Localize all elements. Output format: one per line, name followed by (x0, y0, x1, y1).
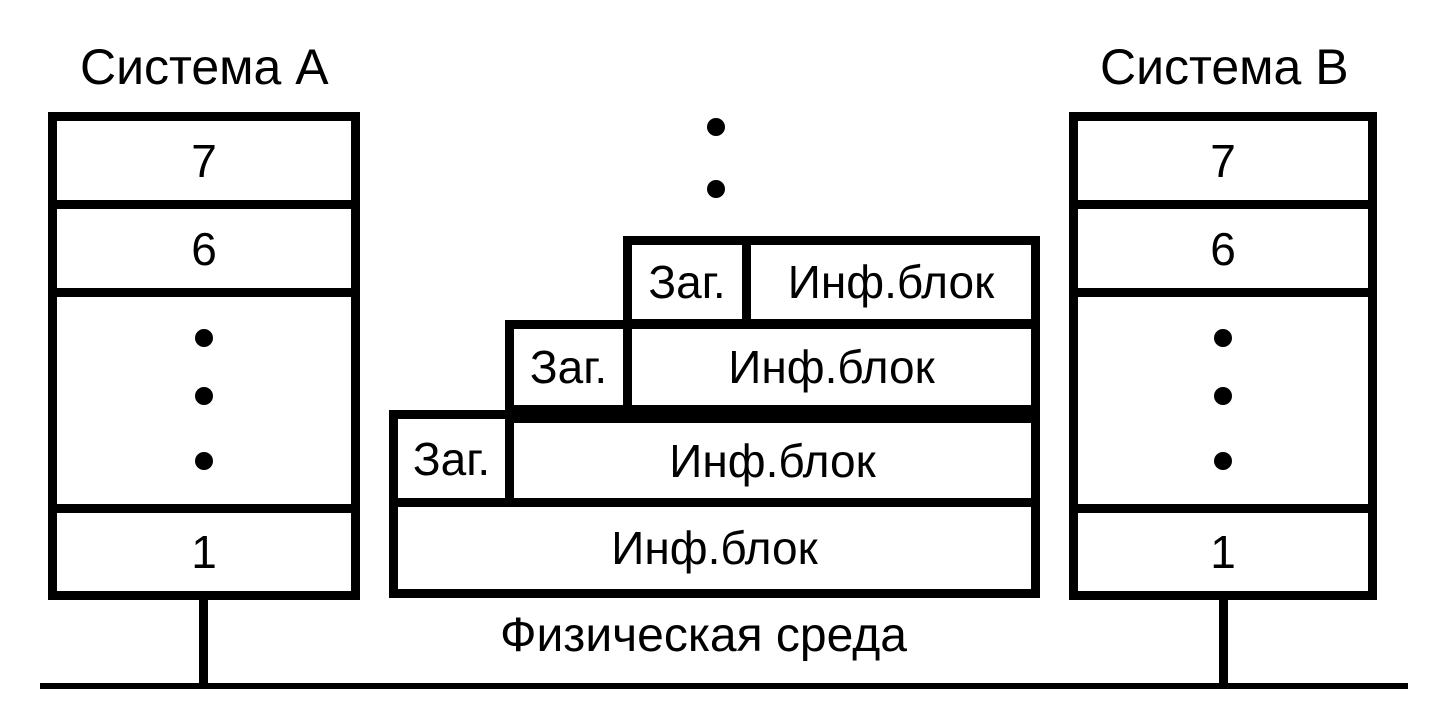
system-a-middle-layers (48, 288, 360, 513)
upper-ellipsis-dot (707, 118, 725, 136)
system-a-ellipsis-dot (195, 452, 213, 470)
system-b-title: Система В (1100, 39, 1349, 95)
system-a-layer-1: 1 (48, 504, 360, 600)
packet-row-1-header: Заг. (623, 236, 751, 328)
system-a-layer-7: 7 (48, 112, 360, 209)
packet-row-3-block: Инф.блок (505, 414, 1040, 507)
system-b-ellipsis-dot (1214, 452, 1232, 470)
upper-ellipsis-dot (707, 180, 725, 198)
system-b-layer-6: 6 (1069, 200, 1377, 297)
system-a-connector (199, 598, 208, 688)
system-b-connector (1219, 598, 1228, 688)
system-a-layer-6: 6 (48, 200, 360, 297)
physical-medium-label: Физическая среда (500, 609, 907, 662)
system-a-ellipsis-dot (195, 387, 213, 405)
system-a-ellipsis-dot (195, 329, 213, 347)
packet-row-2-header: Заг. (505, 320, 632, 414)
system-b-stack: 7 6 1 (1069, 112, 1377, 600)
physical-medium-line (40, 683, 1408, 689)
packet-row-3-header: Заг. (389, 410, 514, 507)
system-b-layer-1: 1 (1069, 504, 1377, 600)
packet-row-2-block: Инф.блок (623, 320, 1040, 414)
packet-row-1-block: Инф.блок (742, 236, 1040, 328)
system-b-ellipsis-dot (1214, 387, 1232, 405)
system-b-layer-7: 7 (1069, 112, 1377, 209)
packet-row-4-block: Инф.блок (389, 498, 1040, 598)
system-b-ellipsis-dot (1214, 329, 1232, 347)
system-a-stack: 7 6 1 (48, 112, 360, 600)
system-a-title: Система А (80, 39, 329, 95)
